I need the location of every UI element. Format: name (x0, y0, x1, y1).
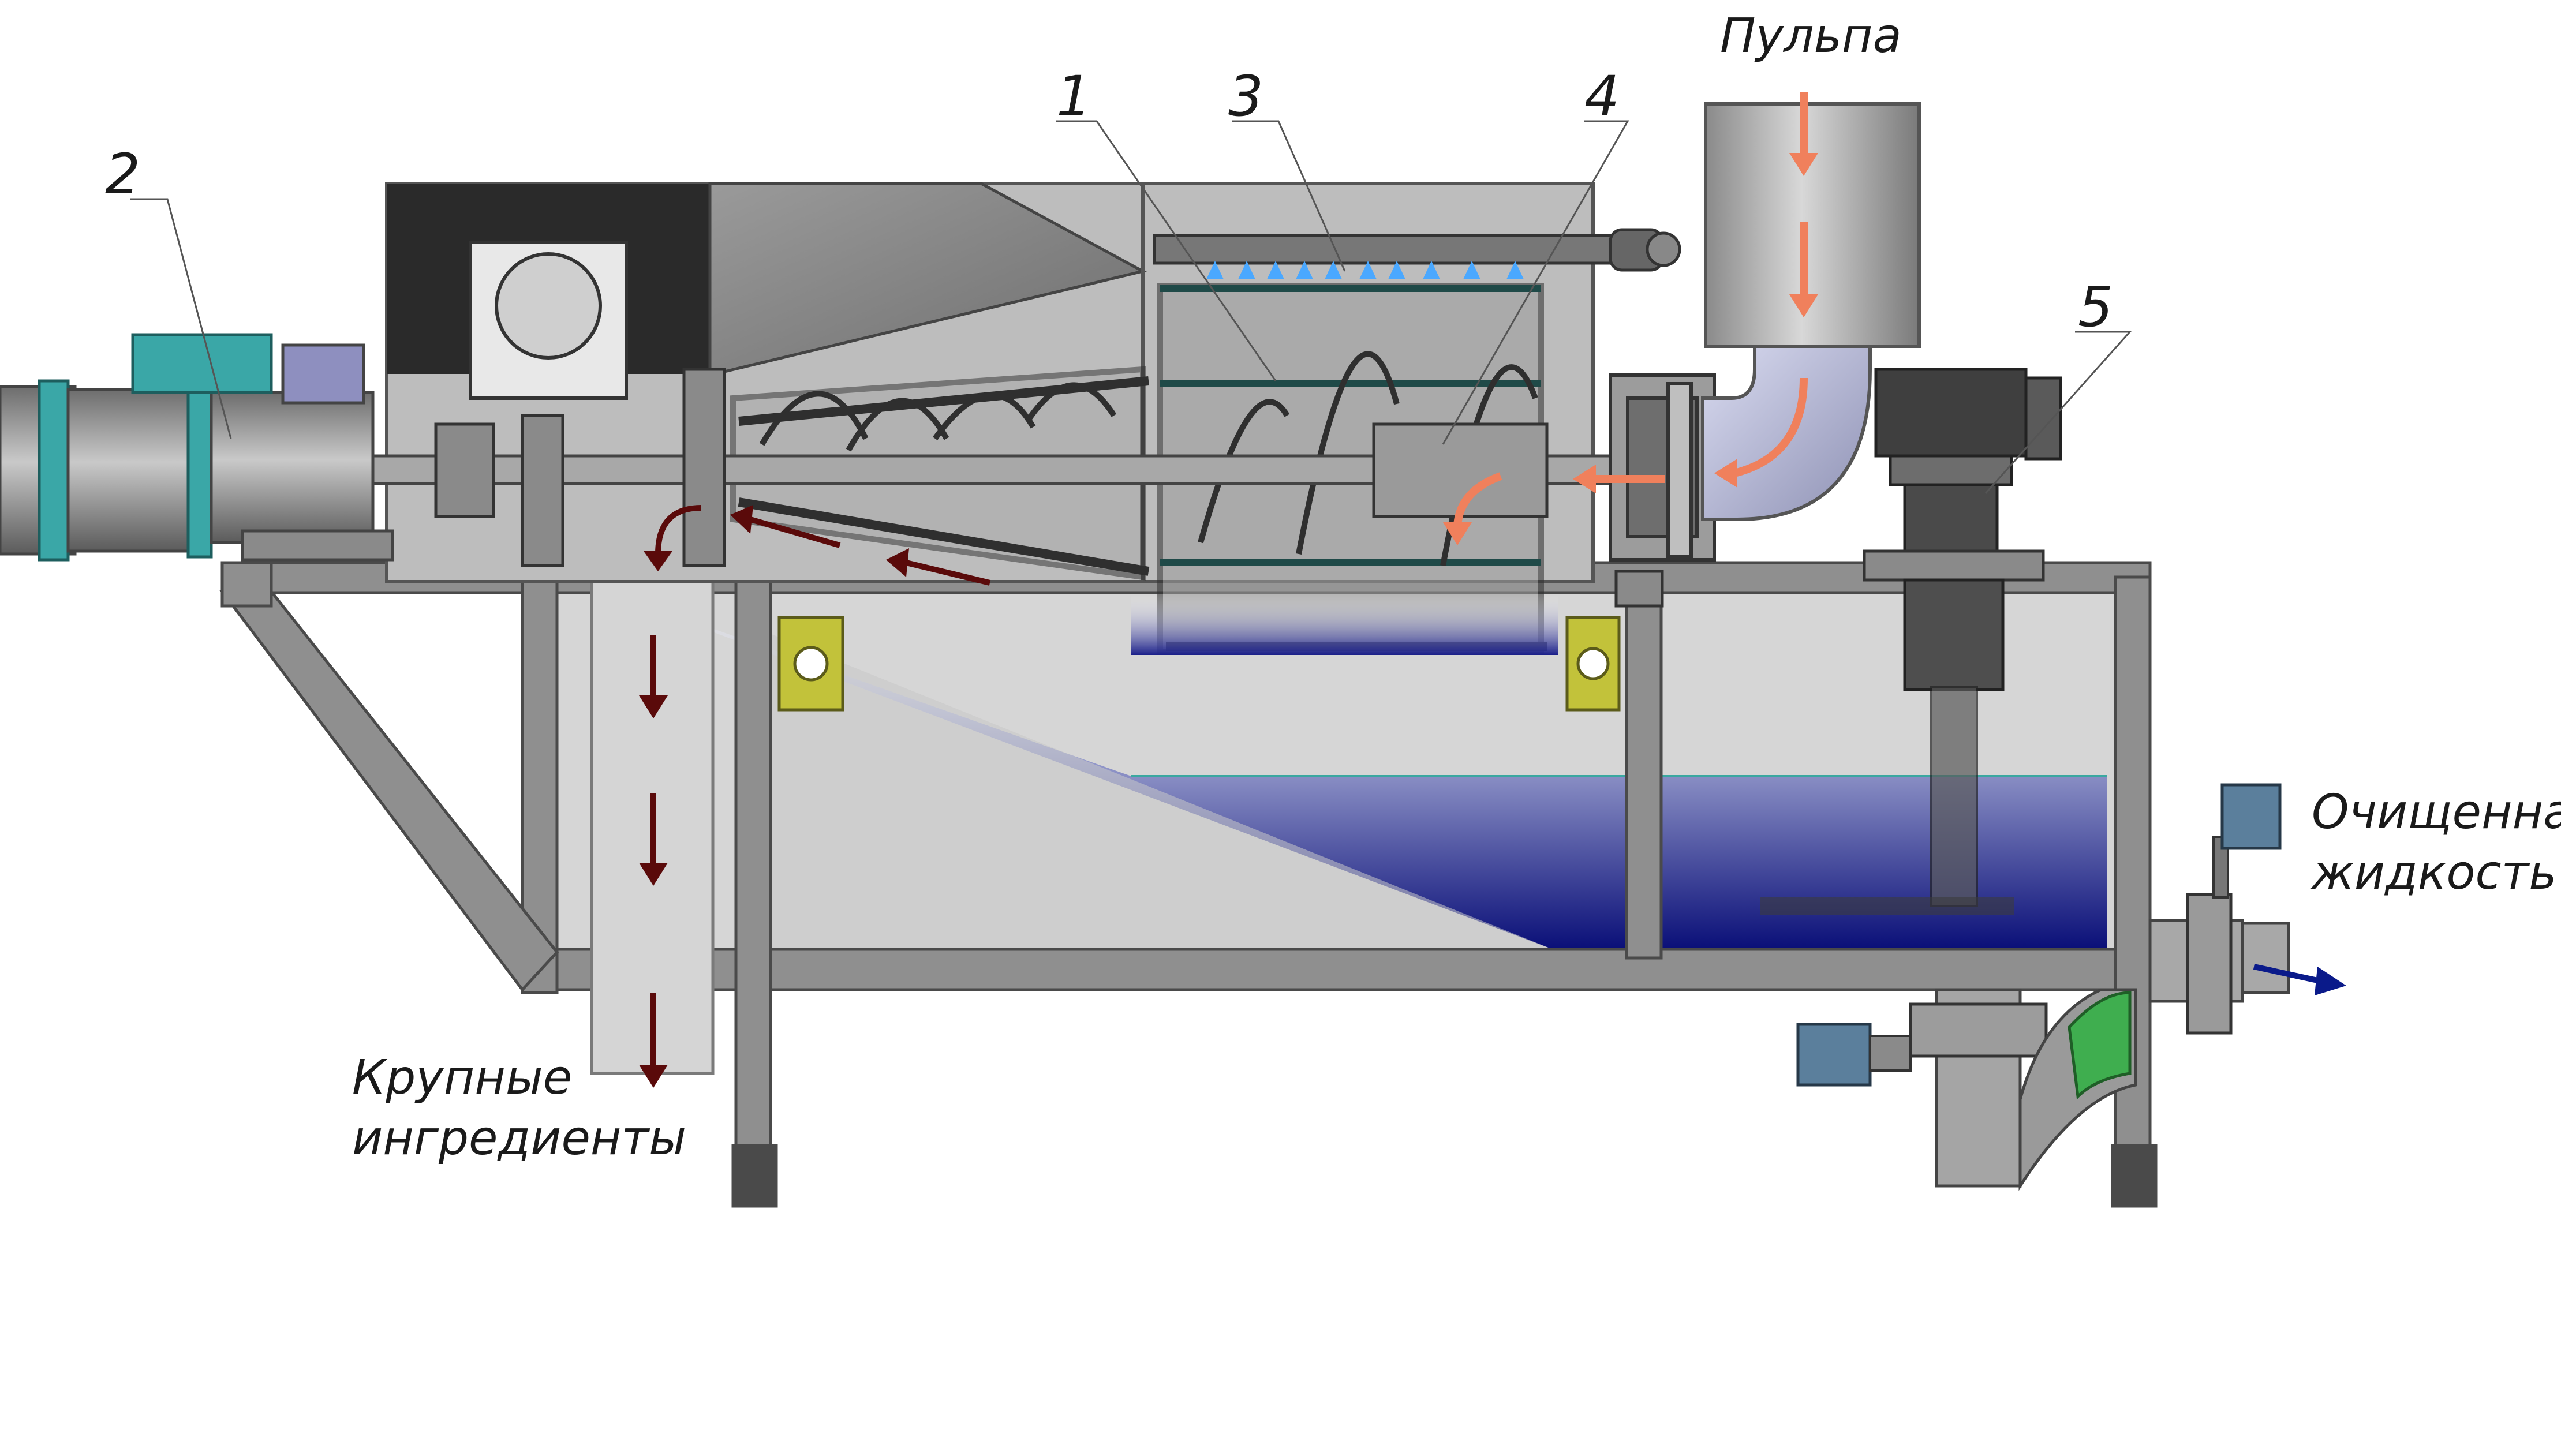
drive-motor (0, 333, 394, 562)
motor-terminal-box (131, 333, 273, 394)
spray-bar (1153, 228, 1681, 279)
diagonal-brace (219, 590, 559, 992)
coarse-label-line1: Крупные (352, 1050, 572, 1105)
frame-post-3 (1625, 575, 1663, 960)
clean-label-line1: Очищенная (2312, 785, 2561, 840)
bearing-blocks (434, 368, 1664, 608)
inner-baffle (1372, 422, 1549, 518)
outlet-valve-actuator (2220, 783, 2282, 850)
agitator-blade (1760, 897, 2014, 915)
foot-left (731, 1144, 778, 1208)
frame-post-2 (734, 575, 772, 1156)
callout-5: 5 (2078, 275, 2113, 339)
clean-flow-arrow (2253, 964, 2346, 995)
clean-label-line2: жидкость (2310, 845, 2557, 900)
frame-end-block (220, 561, 273, 608)
green-elbow (2068, 991, 2132, 1100)
pulp-inlet-pipe (1701, 102, 1921, 521)
leader-lines (130, 120, 2132, 494)
coarse-flow-arrows (639, 505, 991, 1088)
spray-nozzles (1206, 261, 1524, 279)
agitator-pump (1760, 368, 2062, 915)
sludge-cone (745, 580, 1553, 949)
inlet-flange (1609, 373, 1716, 562)
pulley (495, 252, 602, 360)
callout-4: 4 (1584, 64, 1620, 129)
pulp-flow-arrows (1443, 92, 1818, 545)
mounting-brackets (777, 616, 1621, 712)
clarified-water-volume (583, 583, 2107, 949)
inlet-elbow (1701, 345, 1872, 521)
clean-liquid-outlet (2148, 783, 2290, 1035)
callout-3: 3 (1228, 64, 1263, 129)
foot-right (2111, 1144, 2158, 1208)
drain-outlet (1796, 988, 2137, 1191)
pulp-label: Пульпа (1720, 9, 1902, 63)
coarse-label-line2: ингредиенты (352, 1111, 686, 1166)
drain-valve-actuator (1796, 1023, 1872, 1087)
callout-2: 2 (105, 142, 140, 207)
callout-1: 1 (1056, 64, 1091, 129)
